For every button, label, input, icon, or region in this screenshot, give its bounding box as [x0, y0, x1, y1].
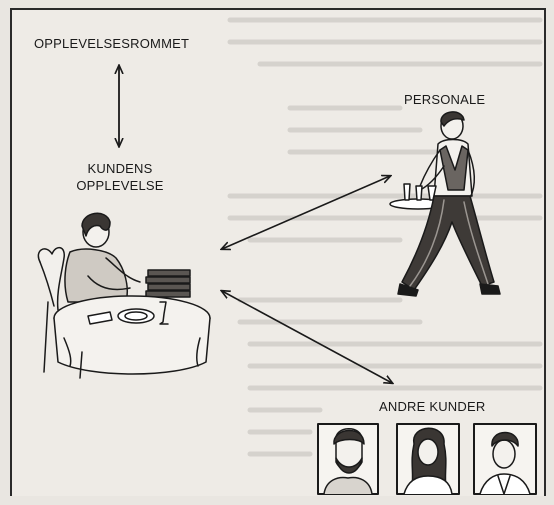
staff-label: PERSONALE [404, 92, 486, 107]
waiter-with-tray-icon [389, 111, 501, 297]
experience-room-label: OPPLEVELSESROMMET [34, 36, 190, 51]
customer-experience-label: KUNDENS OPPLEVELSE [73, 160, 167, 194]
woman-portrait-icon [396, 423, 460, 495]
arrow-to-staff [222, 176, 390, 249]
woman-at-table-icon [37, 212, 211, 379]
arrow-to-other-customers [222, 291, 392, 383]
other-customers-label: ANDRE KUNDER [379, 399, 486, 414]
customer-experience-line2: OPPLEVELSE [76, 178, 164, 193]
customer-experience-line1: KUNDENS [87, 161, 153, 176]
bearded-man-portrait-icon [317, 423, 379, 495]
young-man-portrait-icon [473, 423, 537, 495]
